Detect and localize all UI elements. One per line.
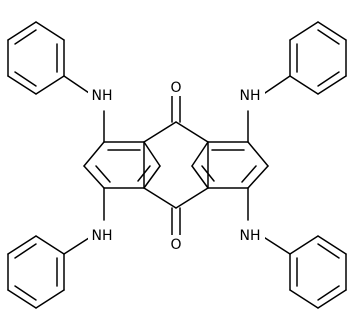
phenyl-bottom-right-bond-2: [289, 289, 319, 309]
phenyl-bottom-right-link: [261, 235, 291, 255]
o-bottom-label: O: [170, 237, 181, 253]
left-ring-bond-6: [143, 141, 161, 167]
left-ring-bond-5: [143, 165, 161, 189]
phenyl-bottom-right-bond-6: [289, 235, 319, 255]
phenyl-top-right: [261, 21, 347, 96]
phenyl-top-right-bond-2: [289, 21, 319, 41]
phenyl-top-left-link: [63, 75, 93, 96]
phenyl-bottom-right: [261, 235, 347, 309]
phenyl-top-right-link: [261, 75, 291, 96]
phenyl-bottom-left-bond-3: [7, 289, 37, 309]
phenyl-bottom-left-double-3: [14, 243, 37, 259]
phenyl-top-left-bond-5: [7, 75, 37, 95]
phenyl-top-right-bond-3: [317, 21, 347, 41]
phenyl-bottom-right-bond-3: [317, 289, 347, 309]
middle-ring-bond-1: [143, 121, 177, 143]
phenyl-bottom-right-double-3: [317, 243, 340, 259]
phenyl-bottom-left-link: [63, 235, 93, 255]
phenyl-top-left-bond-6: [35, 75, 65, 95]
phenyl-top-left-bond-2: [35, 21, 65, 41]
left-ring-bond-2: [83, 141, 105, 167]
nh-bottom-left-label: NH: [92, 228, 113, 244]
o-top-bg: [166, 78, 186, 96]
right-ring-double-2: [241, 165, 257, 183]
phenyl-top-left: [7, 21, 93, 96]
phenyl-top-left-double-3: [14, 71, 37, 87]
right-ring-bond-2: [247, 141, 269, 167]
phenyl-bottom-left-bond-2: [35, 289, 65, 309]
middle-ring-bond-2: [175, 121, 209, 143]
o-top-label: O: [170, 80, 181, 96]
phenyl-top-right-bond-6: [289, 75, 319, 95]
nh-bottom-right-bg: [235, 226, 265, 244]
anthraquinone-core: [83, 91, 269, 239]
nh-bottom-right-label: NH: [240, 228, 261, 244]
phenyl-bottom-left-bond-6: [35, 235, 65, 255]
phenyl-top-left-double-2: [14, 29, 37, 45]
middle-ring-bond-4: [175, 187, 209, 209]
nh-top-right-label: NH: [240, 88, 261, 104]
nh-top-left-label: NH: [92, 88, 113, 104]
middle-ring-bond-5: [143, 187, 177, 209]
right-ring-bond-5: [191, 165, 209, 189]
left-ring-bond-3: [83, 165, 105, 189]
amine-bonds: [103, 110, 249, 221]
phenyl-bottom-left-double-2: [14, 285, 37, 301]
nh-top-right-bg: [235, 86, 265, 104]
phenyl-bottom-left: [7, 235, 93, 309]
atom-labels: NH NH NH NH O O: [88, 78, 265, 253]
left-ring-double-2: [95, 165, 111, 183]
phenyl-top-right-double-3: [317, 71, 340, 87]
nh-bottom-left-bg: [88, 226, 118, 244]
right-ring-double-3: [201, 165, 215, 182]
phenyl-bottom-right-double-2: [317, 285, 340, 301]
phenyl-top-right-double-2: [317, 29, 340, 45]
phenyl-top-right-bond-5: [317, 75, 347, 95]
o-bottom-bg: [166, 235, 186, 253]
phenyl-top-left-bond-3: [7, 21, 37, 41]
nh-top-left-bg: [88, 86, 118, 104]
phenyl-bottom-right-bond-5: [317, 235, 347, 255]
right-ring-bond-6: [191, 141, 209, 167]
phenyl-bottom-left-bond-5: [7, 235, 37, 255]
right-ring-bond-3: [247, 165, 269, 189]
